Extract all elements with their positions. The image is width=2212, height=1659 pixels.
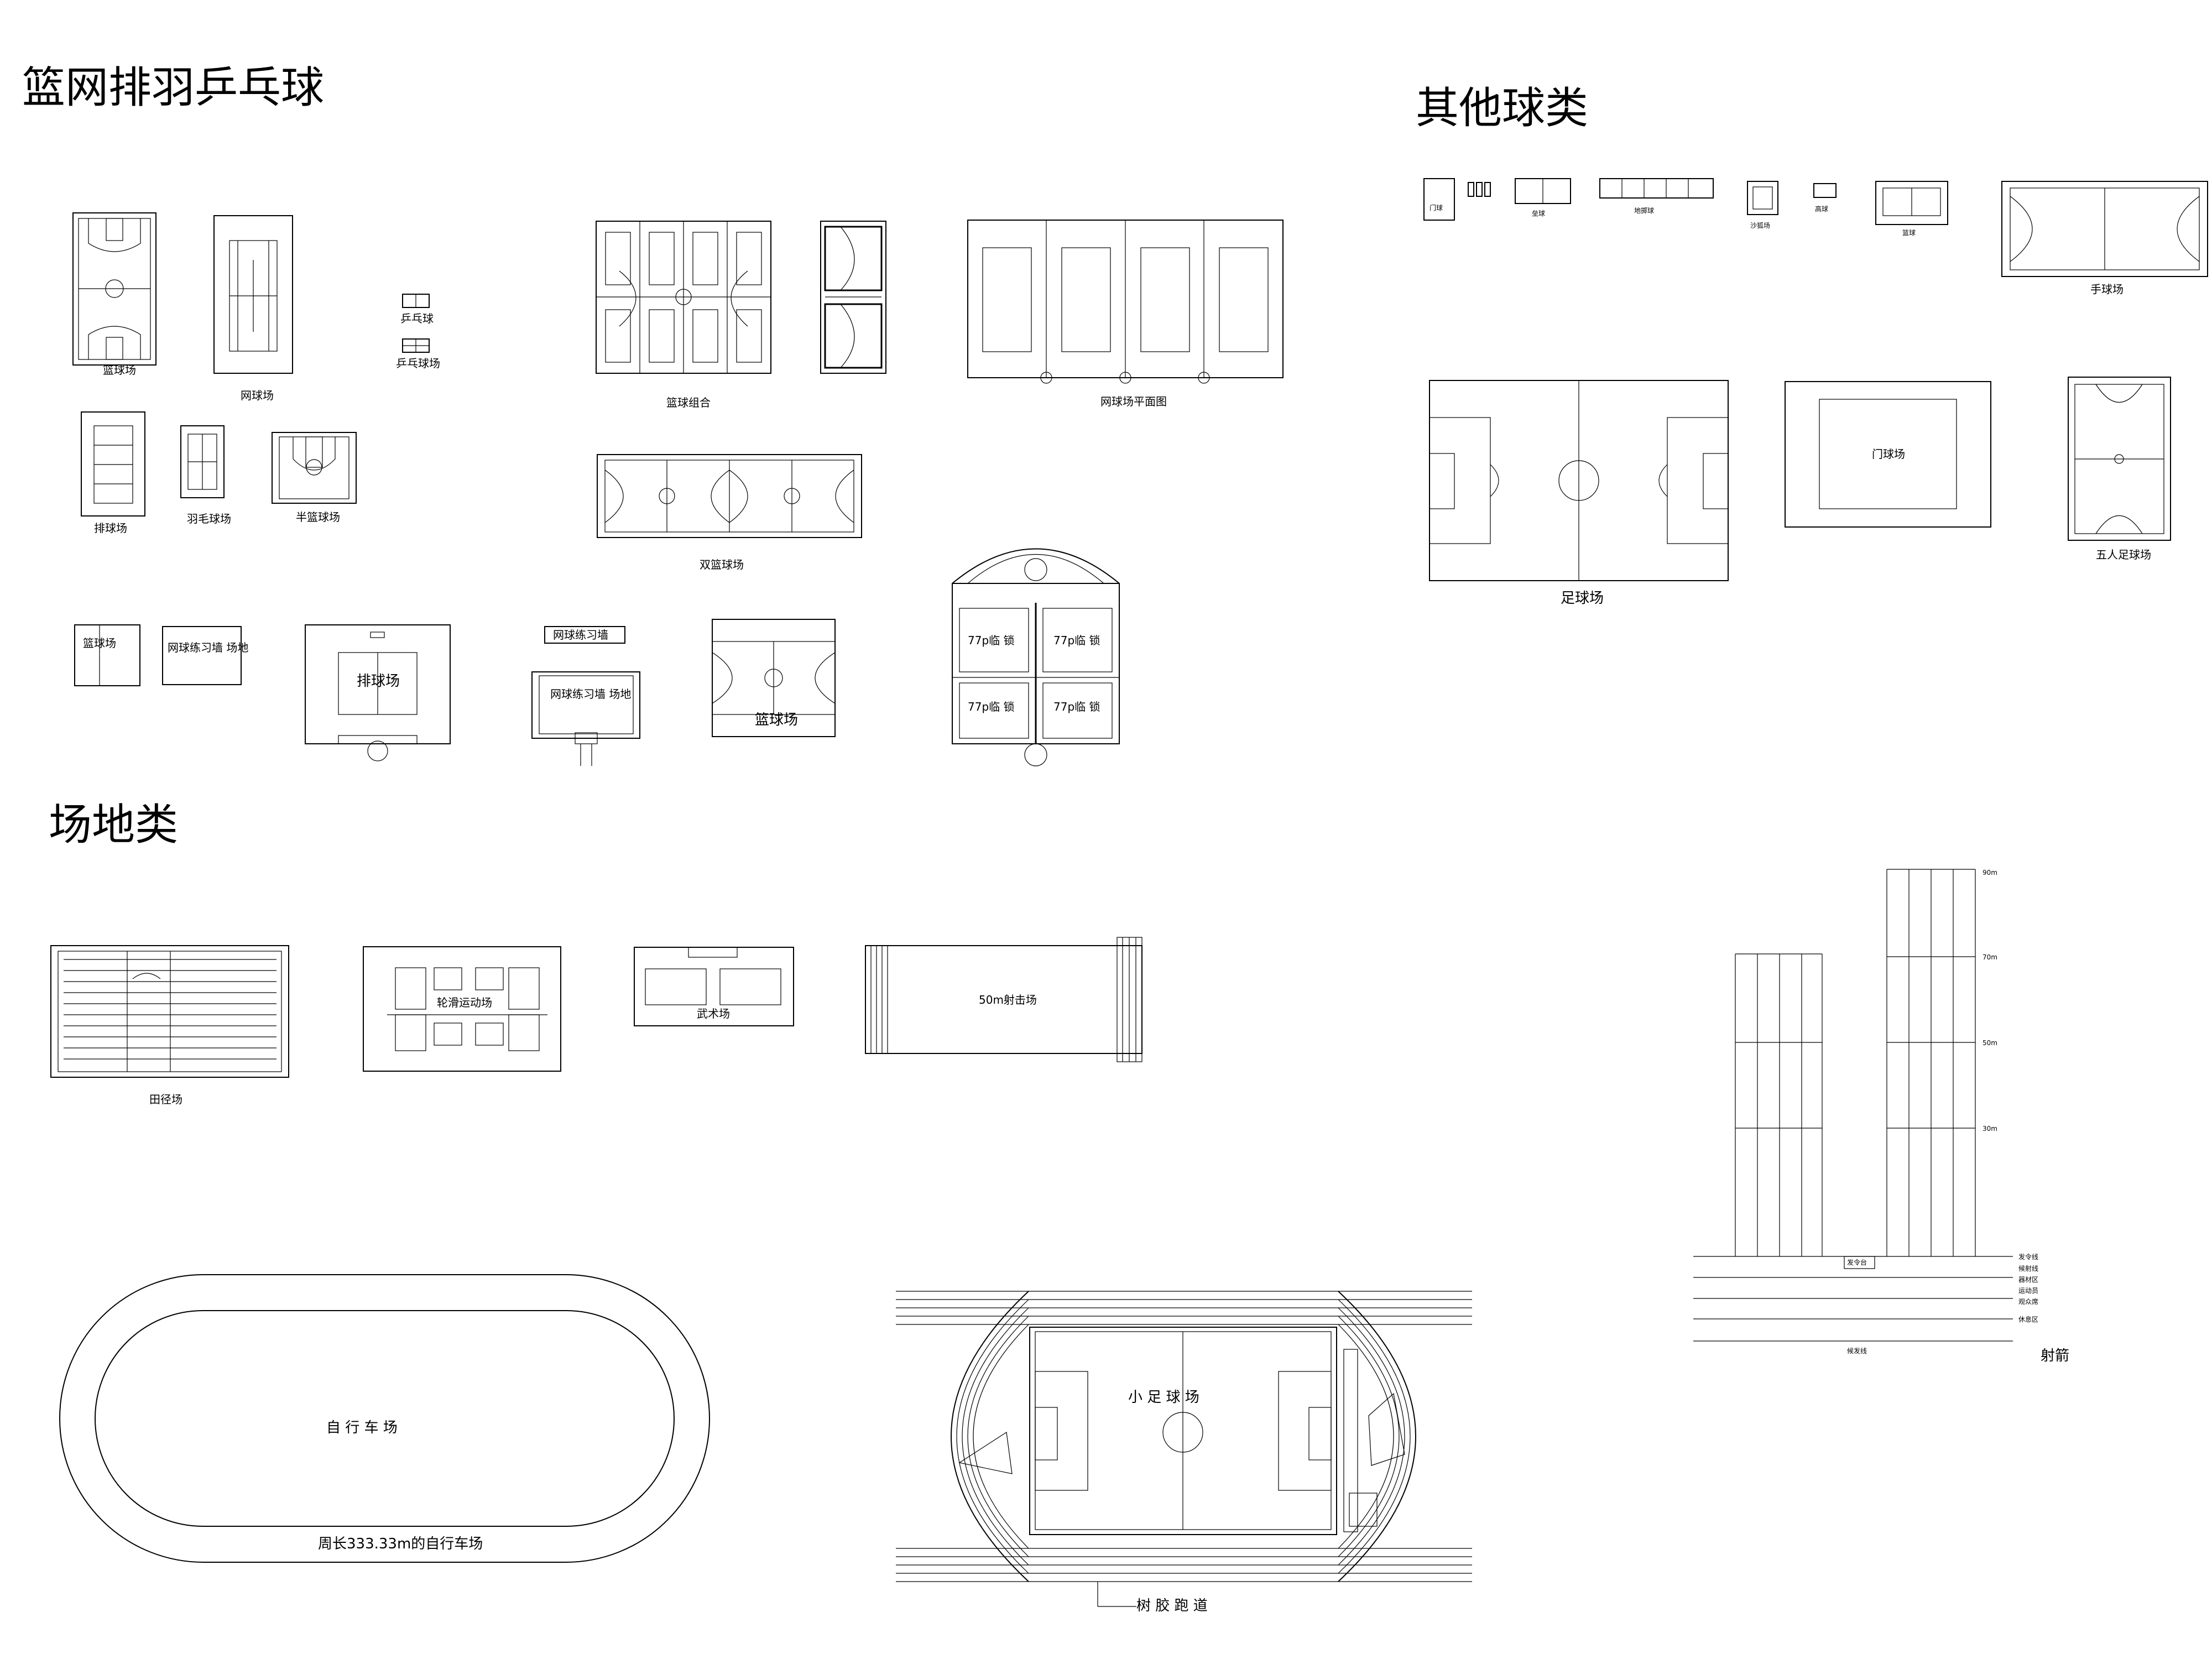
- label-other-4: 沙狐场: [1750, 222, 1770, 229]
- label-archery-right-3: 器材区: [2018, 1276, 2038, 1284]
- label-archery-m-50: 50m: [1983, 1039, 1997, 1047]
- basketball-court-vertical: 篮球场: [72, 212, 156, 377]
- label-futsal: 五人足球场: [2096, 548, 2151, 561]
- label-archery-m-70: 70m: [1983, 953, 1997, 961]
- badminton-court: 羽毛球场: [180, 425, 231, 525]
- label-other-6: 篮球: [1902, 228, 1916, 237]
- track-field: 田径场: [50, 945, 289, 1106]
- label-combo-cell-3: 77p临 锁: [968, 700, 1015, 713]
- handball-court: 手球场: [2001, 181, 2208, 296]
- other-ball-icons: 门球 垒球 地掷球 沙狐场 高球 篮球: [1423, 178, 1948, 237]
- label-bike-inner: 自 行 车 场: [326, 1420, 398, 1436]
- roller-venue: 轮滑运动场: [363, 946, 561, 1072]
- basketball-court-main: 篮球场: [712, 619, 836, 737]
- label-pingpong-1: 乒乓球: [400, 312, 434, 325]
- label-basketball-court: 篮球场: [103, 363, 136, 377]
- shooting-range: 50m射击场: [865, 937, 1142, 1062]
- archery-range: 发令台 候发线 90m 70m 50m 30m 发令线 候射线 器材区 运动员 …: [1693, 869, 2069, 1364]
- stadium-track: 小 足 球 场 树 胶 跑 道: [896, 1291, 1472, 1614]
- label-tennis-combo: 网球场平面图: [1100, 395, 1167, 408]
- label-archery-right-5: 观众席: [2018, 1297, 2038, 1306]
- label-pingpong-2: 乒乓球场: [396, 357, 440, 370]
- label-football: 足球场: [1561, 590, 1604, 607]
- label-tennis-practice-3: 网球练习墙 场地: [550, 687, 631, 701]
- label-tennis-court: 网球场: [241, 389, 274, 402]
- tennis-practice-1: 网球练习墙 场地: [162, 626, 248, 685]
- basketball-pair-vertical: [820, 221, 886, 374]
- label-combo-cell-1: 77p临 锁: [968, 634, 1015, 647]
- label-roller: 轮滑运动场: [437, 996, 492, 1009]
- martial-venue: 武术场: [634, 947, 794, 1026]
- label-bike-caption: 周长333.33m的自行车场: [318, 1536, 483, 1552]
- label-track-field: 田径场: [149, 1093, 182, 1106]
- double-basketball-court: 双篮球场: [597, 454, 862, 571]
- label-archery-line: 候发线: [1847, 1347, 1867, 1355]
- tennis-practice-2: 网球练习墙 网球练习墙 场地: [531, 626, 640, 766]
- label-basketball-main: 篮球场: [755, 712, 798, 728]
- futsal-court: 五人足球场: [2068, 377, 2171, 561]
- tennis-courts-plan: 网球场平面图: [967, 220, 1284, 408]
- label-archery: 射箭: [2041, 1348, 2069, 1364]
- label-other-1: 门球: [1430, 204, 1443, 212]
- label-combo-cell-4: 77p临 锁: [1053, 700, 1100, 713]
- label-combo-cell-2: 77p临 锁: [1053, 634, 1100, 647]
- football-pitch: 足球场: [1429, 380, 1729, 607]
- label-archery-stand: 发令台: [1847, 1258, 1867, 1266]
- heading-ball-sports: 篮网排羽乒乓球: [22, 63, 324, 113]
- pingpong-tables: 乒乓球 乒乓球场: [396, 294, 440, 370]
- label-basketball-combo: 篮球组合: [666, 396, 711, 409]
- label-other-5: 高球: [1815, 205, 1828, 213]
- label-archery-m-90: 90m: [1983, 869, 1997, 877]
- tennis-court-vertical: 网球场: [213, 215, 293, 402]
- label-half-basketball: 半篮球场: [296, 510, 340, 524]
- label-tennis-practice-1: 网球练习墙 场地: [168, 641, 248, 654]
- label-archery-right-1: 发令线: [2018, 1253, 2038, 1261]
- volleyball-court-small: 排球场: [81, 411, 145, 535]
- note-block: 篮球场: [74, 624, 140, 686]
- label-shooting-60: 50m射击场: [979, 993, 1037, 1006]
- label-gate-ball: 门球场: [1872, 447, 1905, 461]
- label-handball: 手球场: [2090, 283, 2124, 296]
- label-volleyball-court: 排球场: [94, 521, 127, 535]
- arched-complex: 77p临 锁 77p临 锁 77p临 锁 77p临 锁: [952, 548, 1120, 766]
- label-mini-football: 小 足 球 场: [1128, 1389, 1199, 1406]
- gate-ball-court: 门球场: [1785, 381, 1991, 528]
- label-archery-m-30: 30m: [1983, 1125, 1997, 1133]
- label-martial: 武术场: [697, 1007, 730, 1020]
- basketball-combo: 篮球组合: [596, 221, 771, 409]
- label-archery-right-2: 候射线: [2018, 1264, 2038, 1272]
- heading-other-balls: 其他球类: [1416, 84, 1588, 133]
- half-basketball-court: 半篮球场: [272, 432, 357, 524]
- label-tennis-practice-2: 网球练习墙: [553, 628, 608, 641]
- label-archery-right-6: 休息区: [2018, 1315, 2038, 1323]
- label-other-2: 垒球: [1532, 210, 1545, 217]
- heading-venues: 场地类: [49, 800, 178, 850]
- label-volleyball-main: 排球场: [357, 673, 400, 690]
- bicycle-track: 自 行 车 场 周长333.33m的自行车场: [59, 1274, 710, 1563]
- label-other-3: 地掷球: [1634, 206, 1654, 215]
- label-double-basketball: 双篮球场: [700, 558, 744, 571]
- label-badminton-court: 羽毛球场: [187, 512, 231, 525]
- volleyball-court-main: 排球场: [305, 624, 451, 761]
- label-archery-right-4: 运动员: [2018, 1287, 2038, 1295]
- label-rubber-track: 树 胶 跑 道: [1136, 1598, 1208, 1614]
- label-small-note: 篮球场: [83, 637, 116, 650]
